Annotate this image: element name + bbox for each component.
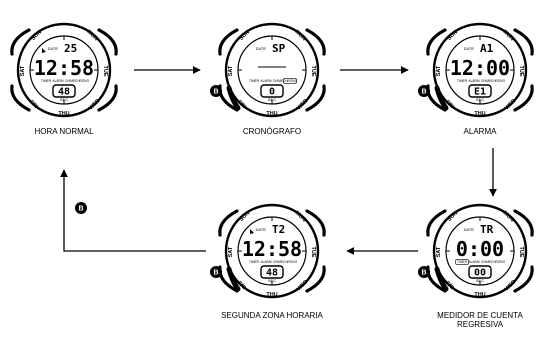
arrows	[60, 66, 497, 255]
day-thu: THU	[474, 111, 485, 117]
day-thu: THU	[266, 111, 277, 117]
sec-label: SEC	[476, 278, 484, 283]
mode-chime: CHIME	[481, 79, 491, 83]
date-label: DATE	[48, 46, 59, 51]
sub-display	[260, 265, 284, 279]
main-value: 12:58	[34, 56, 94, 80]
mode-alarm: ALARM	[469, 79, 480, 83]
sub-display	[260, 84, 284, 98]
mode-chrono: CHRONO	[491, 260, 506, 264]
svg-text:B: B	[421, 89, 426, 96]
top-value: SP	[272, 42, 286, 55]
sub-value: 48	[266, 268, 278, 279]
main-value: 12:58	[242, 237, 302, 261]
b-button-indicator: B	[210, 85, 241, 111]
date-label: DATE	[256, 227, 267, 232]
mode-timer: TIMER	[41, 79, 52, 83]
sub-display	[468, 84, 492, 98]
day-tue: TUE	[102, 66, 108, 77]
main-value: 12:00	[450, 56, 510, 80]
sub-display	[52, 84, 76, 98]
mode-chime: CHIME	[273, 260, 283, 264]
b-button-indicator: B	[418, 85, 449, 111]
mode-timer: TIMER	[249, 79, 260, 83]
day-sat: SAT	[436, 246, 442, 257]
arrow-to-hora-normal	[60, 169, 206, 252]
mode-alarm: ALARM	[469, 260, 480, 264]
day-tue: TUE	[310, 66, 316, 77]
top-value: A1	[480, 42, 494, 55]
svg-text:B: B	[78, 206, 83, 213]
day-sat: SAT	[436, 65, 442, 76]
caption-segunda-zona-horaria: SEGUNDA ZONA HORARIA	[221, 311, 323, 320]
day-thu: THU	[266, 292, 277, 298]
mode-chrono: CHRONO	[283, 79, 298, 83]
top-value: T2	[272, 223, 285, 236]
day-fri: FRI	[236, 280, 247, 291]
pointer-icon	[250, 229, 254, 234]
caption-hora-normal: HORA NORMAL	[34, 127, 94, 136]
date-label: DATE	[464, 227, 475, 232]
caption-alarma: ALARMA	[464, 127, 498, 136]
mode-timer: TIMER	[457, 260, 468, 264]
main-value: 0:00	[456, 237, 504, 261]
mode-alarm: ALARM	[53, 79, 64, 83]
day-tue: TUE	[518, 247, 524, 258]
day-thu: THU	[474, 292, 485, 298]
svg-text:B: B	[213, 89, 218, 96]
b-button-indicator: B	[210, 266, 241, 292]
sub-value: 00	[474, 268, 486, 279]
mode-alarm: ALARM	[261, 260, 272, 264]
top-value: TR	[480, 223, 494, 236]
day-tue: TUE	[518, 66, 524, 77]
date-label: DATE	[256, 46, 267, 51]
mode-timer: TIMER	[457, 79, 468, 83]
day-sat: SAT	[228, 246, 234, 257]
day-sat: SAT	[228, 65, 234, 76]
sub-value: E1	[474, 87, 486, 98]
mode-chime: CHIME	[481, 260, 491, 264]
sub-value: 0	[269, 87, 275, 98]
sec-label: SEC	[476, 97, 484, 102]
mode-alarm: ALARM	[261, 79, 272, 83]
mode-timer: TIMER	[249, 260, 260, 264]
b-button-indicator: B	[418, 266, 449, 292]
sec-label: SEC	[60, 97, 68, 102]
mode-chrono: CHRONO	[75, 79, 90, 83]
svg-text:B: B	[421, 270, 426, 277]
sec-label: SEC	[268, 97, 276, 102]
svg-text:B: B	[213, 270, 218, 277]
day-thu: THU	[58, 111, 69, 117]
day-fri: FRI	[28, 99, 39, 110]
caption-cronografo: CRONÓGRAFO	[243, 127, 301, 136]
sub-value: 48	[58, 87, 70, 98]
top-value: 25	[64, 42, 77, 55]
day-fri: FRI	[444, 99, 455, 110]
mode-chrono: CHRONO	[283, 260, 298, 264]
day-tue: TUE	[310, 247, 316, 258]
mode-chime: CHIME	[65, 79, 75, 83]
pointer-icon	[42, 48, 46, 53]
mode-chime: CHIME	[273, 79, 283, 83]
day-sat: SAT	[20, 65, 26, 76]
mode-chrono: CHRONO	[491, 79, 506, 83]
day-fri: FRI	[236, 99, 247, 110]
date-label: DATE	[464, 46, 475, 51]
return-button-b: B	[75, 202, 87, 214]
sec-label: SEC	[268, 278, 276, 283]
sub-display	[468, 265, 492, 279]
day-fri: FRI	[444, 280, 455, 291]
